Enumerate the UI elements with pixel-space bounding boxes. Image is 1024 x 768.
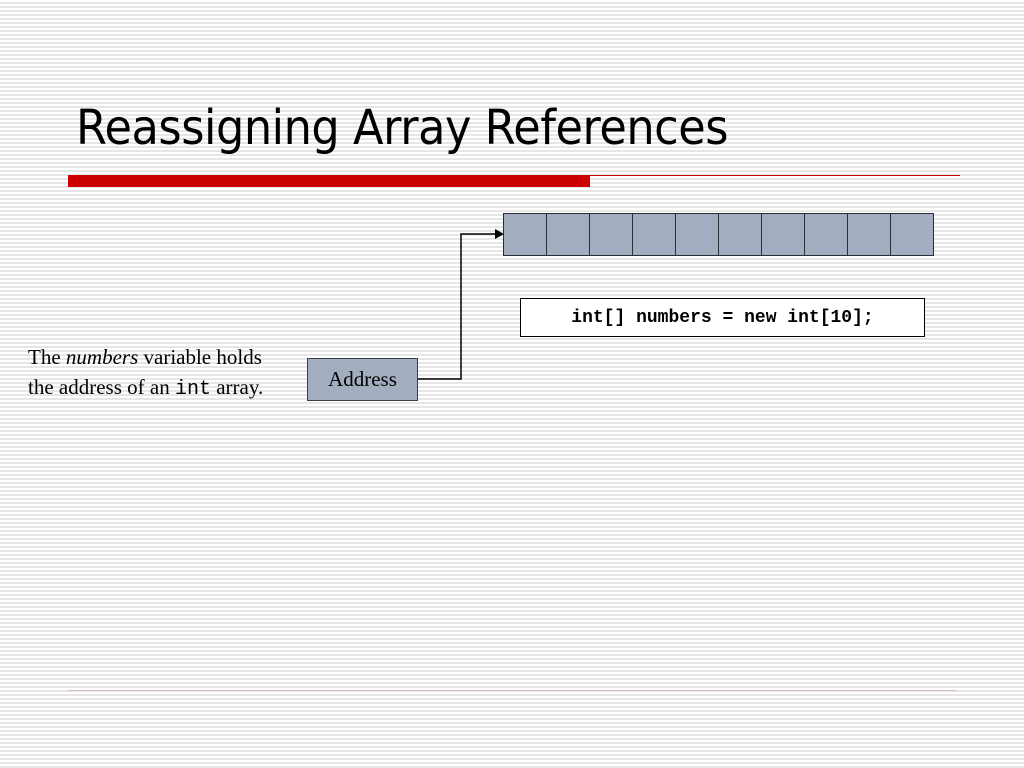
array-cell (676, 214, 719, 255)
description-text: The numbers variable holds the address o… (28, 342, 288, 405)
slide-title: Reassigning Array References (76, 100, 729, 156)
array-cell (633, 214, 676, 255)
address-box: Address (307, 358, 418, 401)
title-underline-bar (68, 175, 590, 187)
array-cell (504, 214, 547, 255)
desc-emphasis: numbers (65, 345, 139, 369)
desc-part3: array. (210, 375, 264, 399)
array-cell (848, 214, 891, 255)
code-statement-box: int[] numbers = new int[10]; (520, 298, 925, 337)
array-cell (805, 214, 848, 255)
array-cell (762, 214, 805, 255)
array-cell (719, 214, 762, 255)
desc-code: int (174, 378, 211, 401)
array-cell (547, 214, 590, 255)
code-statement: int[] numbers = new int[10]; (571, 307, 874, 328)
desc-part1: The (28, 345, 66, 369)
int-array-diagram (503, 213, 934, 256)
desc-part2: variable holds the address of an (28, 345, 262, 399)
address-label: Address (328, 367, 397, 391)
title-underline-line (590, 175, 960, 176)
array-cell (590, 214, 633, 255)
footer-divider (68, 690, 956, 691)
array-cell (891, 214, 933, 255)
